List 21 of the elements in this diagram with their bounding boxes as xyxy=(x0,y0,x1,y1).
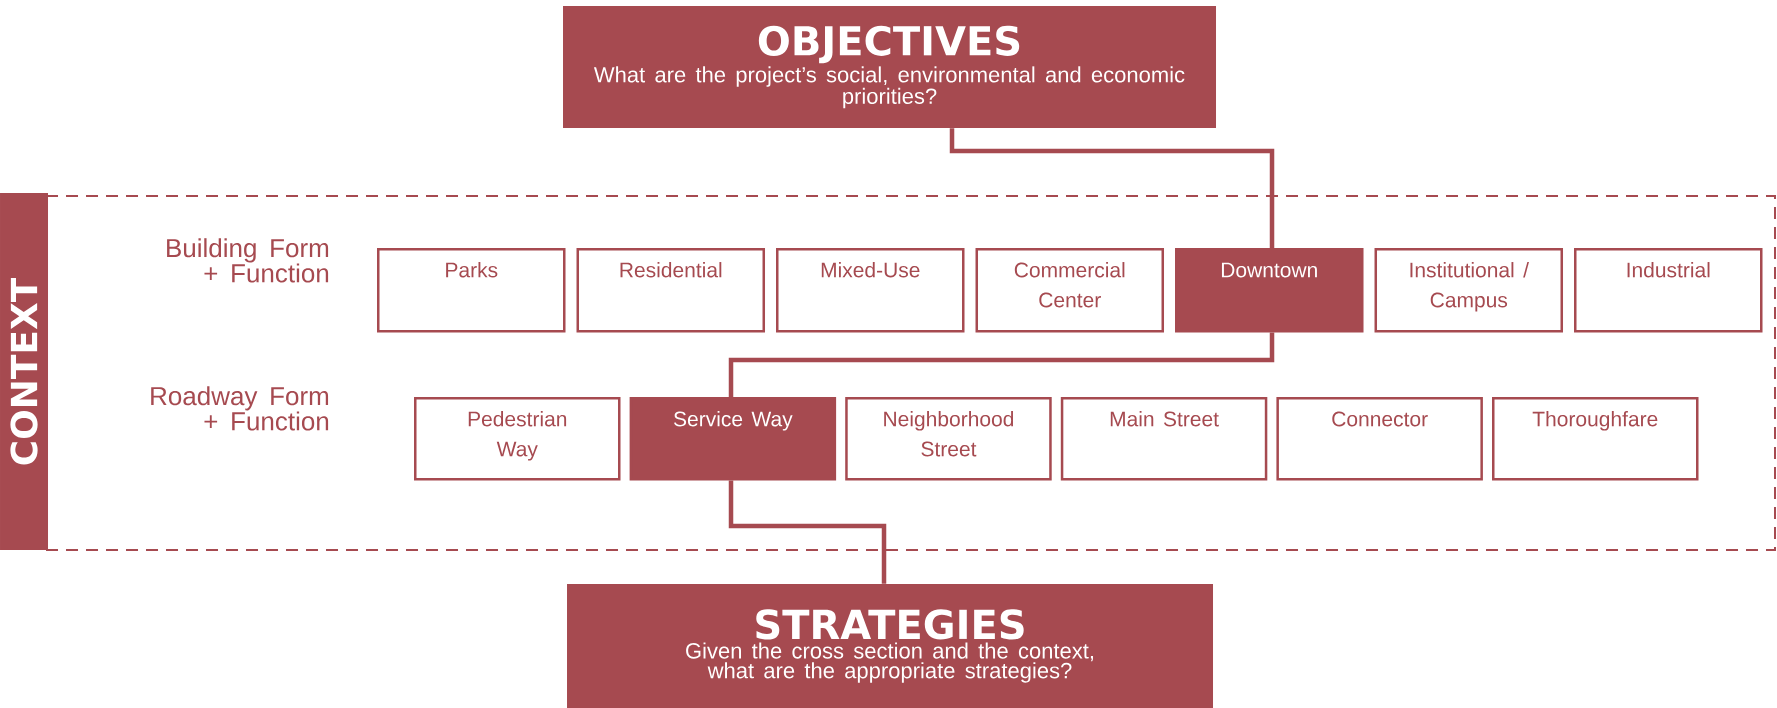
heading-box: STRATEGIES Given the cross section and the context, what are the appropriate strategies? xyxy=(567,584,1213,708)
category-box: Industrial xyxy=(1574,248,1763,333)
category-box: Residential xyxy=(576,248,765,333)
category-box: Commercial Center xyxy=(975,248,1164,333)
connector-line xyxy=(949,128,1275,248)
connector-line xyxy=(728,332,1275,397)
category-box: Main Street xyxy=(1060,397,1268,481)
selected-box: Service Way xyxy=(629,397,837,481)
selected-box: Downtown xyxy=(1175,248,1364,333)
category-box: Neighborhood Street xyxy=(845,397,1052,481)
node-label: CONTEXT xyxy=(10,277,38,465)
category-box: Connector xyxy=(1276,397,1483,481)
category-box: Mixed-Use xyxy=(776,248,965,333)
connector-line xyxy=(728,480,887,584)
category-box: Pedestrian Way xyxy=(414,397,621,481)
category-box: Parks xyxy=(377,248,566,333)
category-box: Institutional / Campus xyxy=(1374,248,1563,333)
row-label: Building Form + Function xyxy=(167,238,329,283)
heading-box: OBJECTIVES What are the project’s social, environmental and economic priorities? xyxy=(563,6,1216,128)
category-box: Thoroughfare xyxy=(1492,397,1699,481)
row-label: Roadway Form + Function xyxy=(151,386,329,431)
